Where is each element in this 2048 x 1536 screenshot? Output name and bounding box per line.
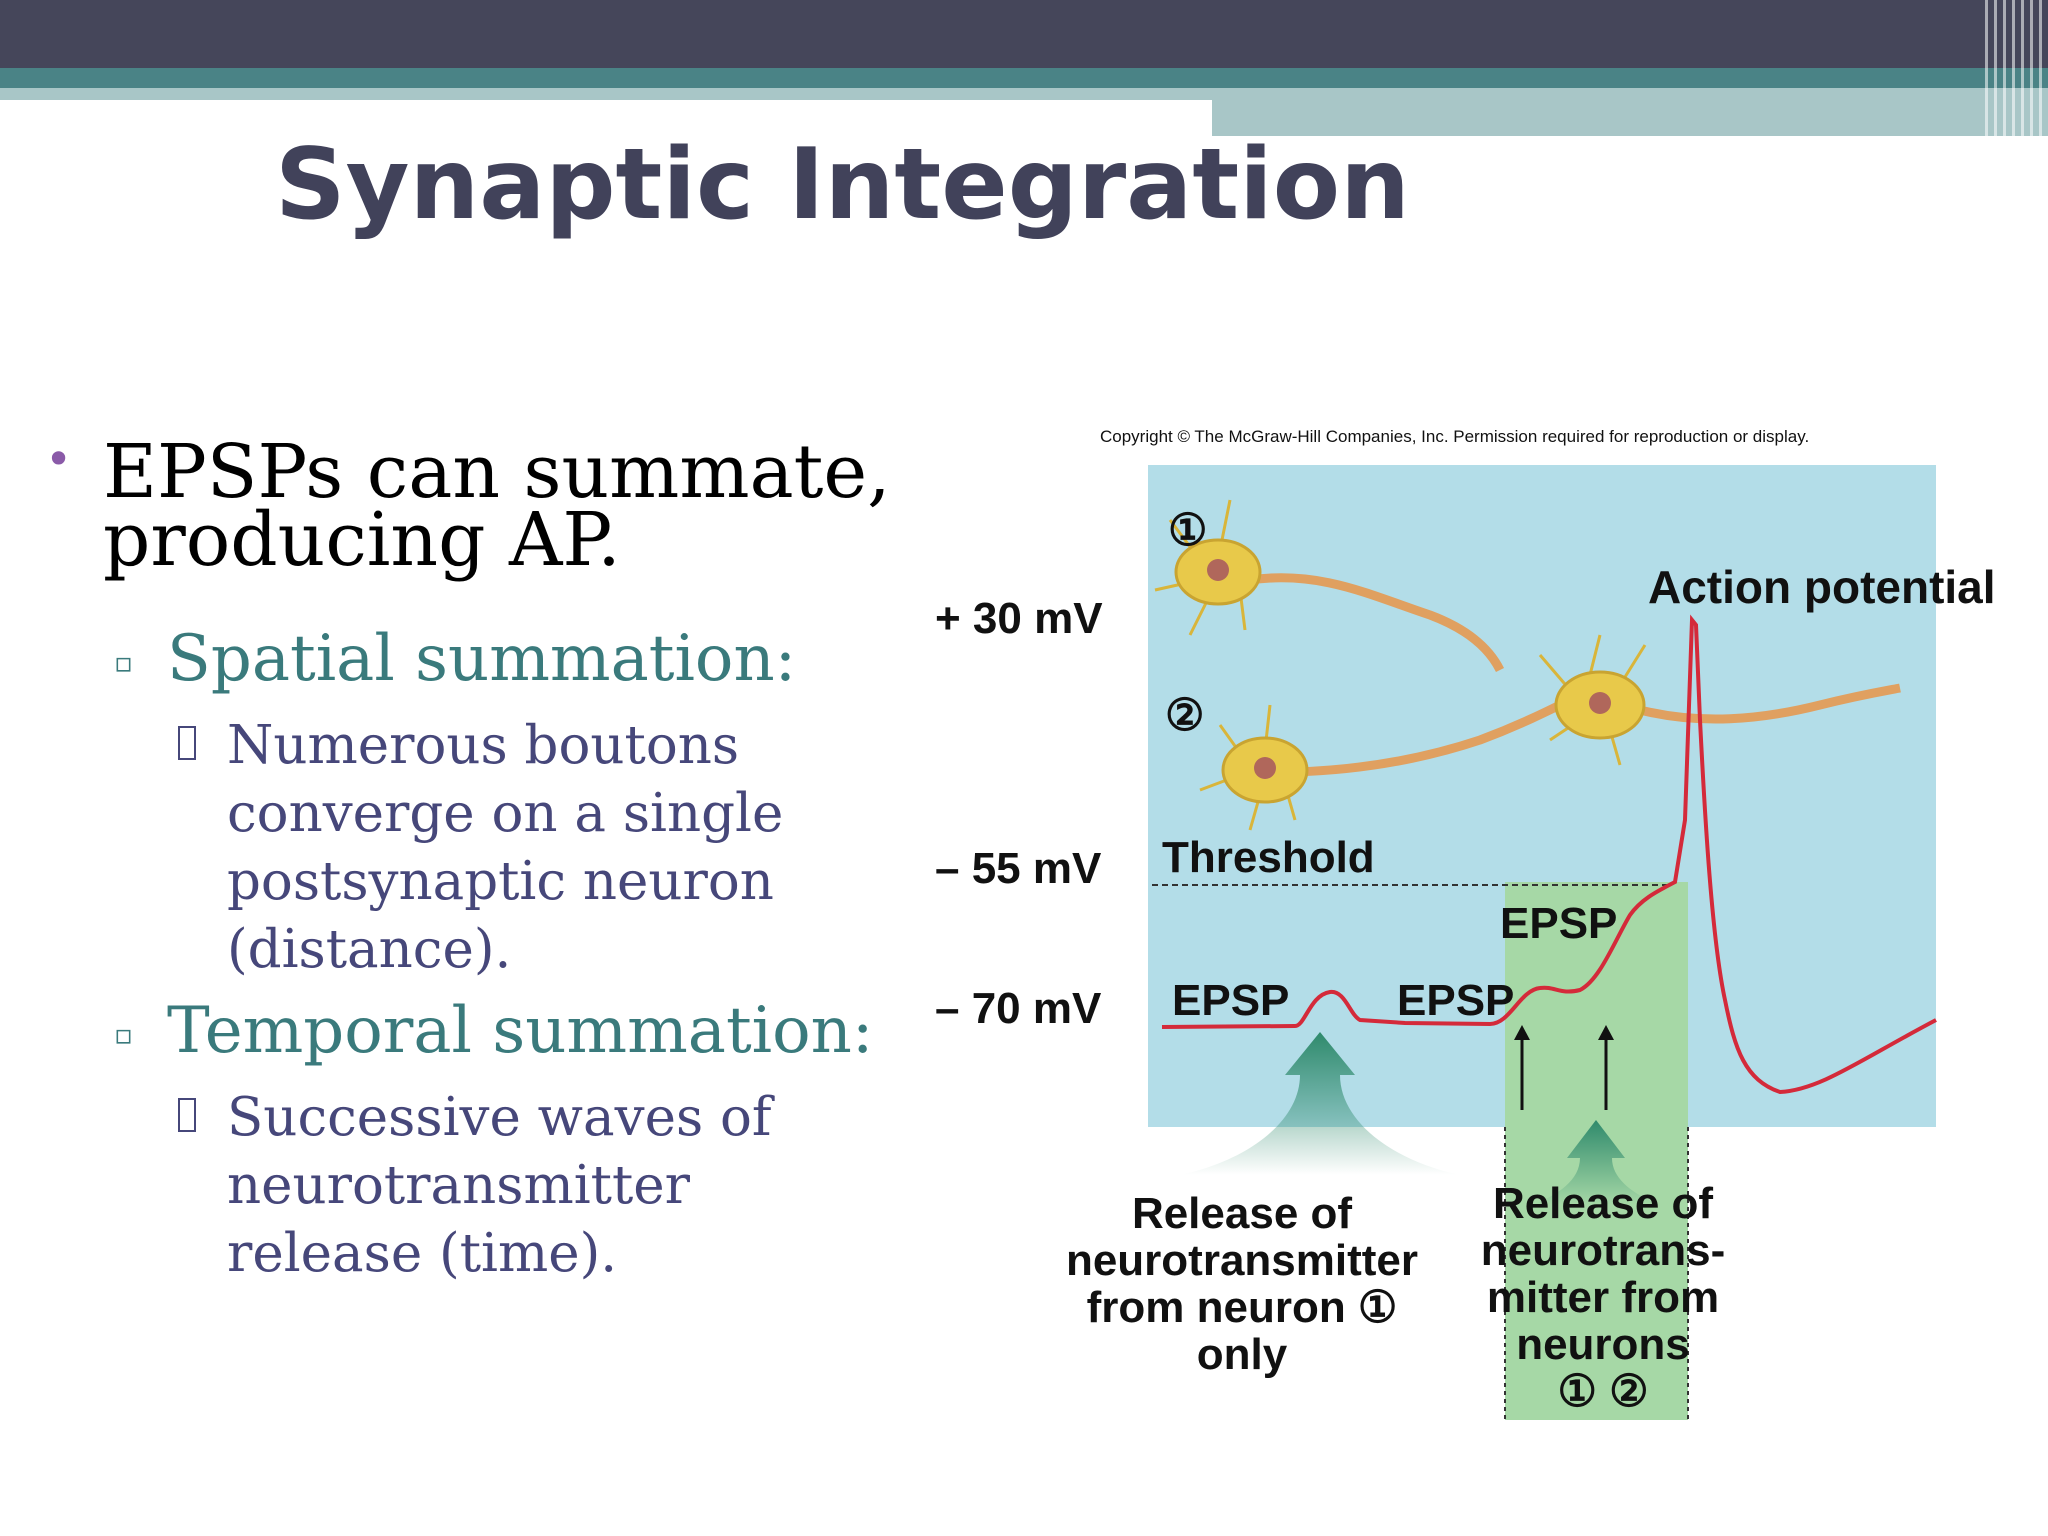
release-single-line-1: Release of [1132,1189,1352,1238]
copyright-notice: Copyright © The McGraw-Hill Companies, I… [1100,427,1810,446]
threshold-label: Threshold [1162,833,1375,882]
spatial-line-2: converge on a single [227,783,784,844]
green-arrow-both-icon [1532,1120,1660,1205]
neuron-2-nucleus [1254,757,1276,779]
release-both-line-1: Release of [1493,1179,1713,1228]
temporal-heading: Temporal summation: [167,994,874,1068]
release-both-line-5: ① ② [1557,1367,1648,1416]
release-single-line-2: neurotransmitter [1066,1236,1418,1285]
neuron-2 [1199,695,1573,831]
release-single-line-4: only [1197,1330,1288,1379]
square-bullet: ▫ [114,646,133,679]
slide-title: Synaptic Integration [275,128,1410,242]
release-both-line-4: neurons [1516,1320,1690,1369]
bullet-list: • EPSPs can summate, producing AP. ▫ Spa… [0,0,900,1400]
voltage-label-minus55: – 55 mV [935,844,1102,893]
voltage-label-plus30: + 30 mV [935,594,1103,643]
spatial-line-3: postsynaptic neuron [227,851,774,912]
release-arrowhead-1 [1514,1025,1530,1040]
neuron-1-label: ① [1168,506,1207,555]
spatial-heading: Spatial summation: [167,622,797,696]
neuron-1 [1154,499,1505,673]
main-bullet-line-2: producing AP. [103,497,621,583]
epsp-label-3: EPSP [1500,899,1617,948]
spatial-line-1: Numerous boutons [227,715,740,776]
release-both-line-3: mitter from [1487,1273,1719,1322]
release-arrowhead-2 [1598,1025,1614,1040]
neuron-1-nucleus [1207,559,1229,581]
light-teal-tab [1212,88,2048,136]
temporal-line-1: Successive waves of [227,1087,772,1148]
postsynaptic-nucleus [1589,692,1611,714]
voltage-label-minus70: – 70 mV [935,984,1102,1033]
stripe-decoration [1985,0,2048,138]
summation-figure: Copyright © The McGraw-Hill Companies, I… [900,420,2020,1420]
top-bar [0,0,2048,68]
main-bullet-line-1: EPSPs can summate, [103,429,891,515]
spatial-line-4: (distance). [227,919,512,980]
square-bullet: ▫ [114,1018,133,1051]
neuron-2-label: ② [1165,691,1204,740]
teal-band [0,68,2048,88]
green-arrow-single-icon [1180,1032,1460,1175]
box-bullet [178,1098,196,1132]
box-bullet [178,726,196,760]
temporal-line-3: release (time). [227,1223,618,1284]
release-single-line-3: from neuron ① [1087,1283,1398,1332]
action-potential-label: Action potential [1648,561,1996,613]
temporal-line-2: neurotransmitter [227,1155,690,1216]
epsp-label-2: EPSP [1397,976,1514,1025]
release-both-line-2: neurotrans- [1481,1226,1725,1275]
bullet-dot: • [45,432,73,486]
epsp-label-1: EPSP [1172,976,1289,1025]
light-teal-band [0,88,1212,100]
membrane-potential-trace [1161,614,1937,1095]
